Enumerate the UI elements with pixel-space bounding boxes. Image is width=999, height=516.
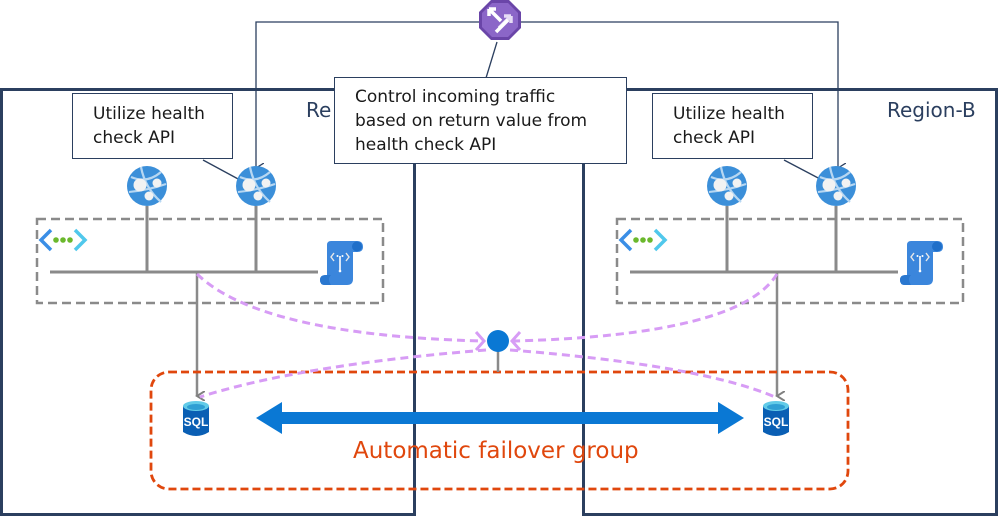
private-endpoint-icon [899,240,944,286]
app-service-icon [705,164,749,208]
dns-arrowheads [474,331,522,351]
region-a-subnet-lines [50,206,318,274]
right-health-check-callout: Utilize health check API [652,93,813,159]
failover-group-label: Automatic failover group [353,438,639,464]
traffic-manager-icon [479,0,521,40]
sql-database-icon-region-b: SQL [763,401,789,436]
region-b-vnet-box [615,217,965,305]
tm-callout-leader [485,41,498,79]
virtual-network-icon [619,228,667,252]
replication-arrow [256,402,744,434]
callout-line: health check API [355,135,497,155]
sql-database-icon-region-a: SQL [183,401,209,436]
right-callout-leader [783,159,823,181]
failover-group-box [149,370,850,491]
sql-label: SQL [764,415,789,429]
sql-label: SQL [184,415,209,429]
callout-line: Control incoming traffic [355,87,556,107]
left-health-check-callout: Utilize health check API [72,93,233,159]
callout-line: Utilize health [673,104,785,124]
left-callout-leader [202,159,241,181]
app-service-icon [125,164,169,208]
region-b-subnet-lines [630,206,898,274]
tm-connector-left [256,21,482,168]
callout-line: Utilize health [93,104,205,124]
private-endpoint-icon [319,240,364,286]
callout-line: check API [93,128,176,148]
private-dns-links [195,272,779,399]
app-service-icon [234,164,278,208]
app-service-icon [814,164,858,208]
region-a-box [0,88,416,516]
region-b-label: Region-B [887,98,976,122]
callout-line: check API [673,128,756,148]
tm-connector-right [518,21,838,168]
virtual-network-icon [39,228,87,252]
private-dns-hub-icon [487,330,509,352]
traffic-control-callout: Control incoming traffic based on return… [334,77,627,164]
region-b-box [582,88,998,516]
callout-line: based on return value from [355,111,588,131]
region-a-label: Re [306,98,332,122]
region-a-vnet-box [35,217,385,305]
